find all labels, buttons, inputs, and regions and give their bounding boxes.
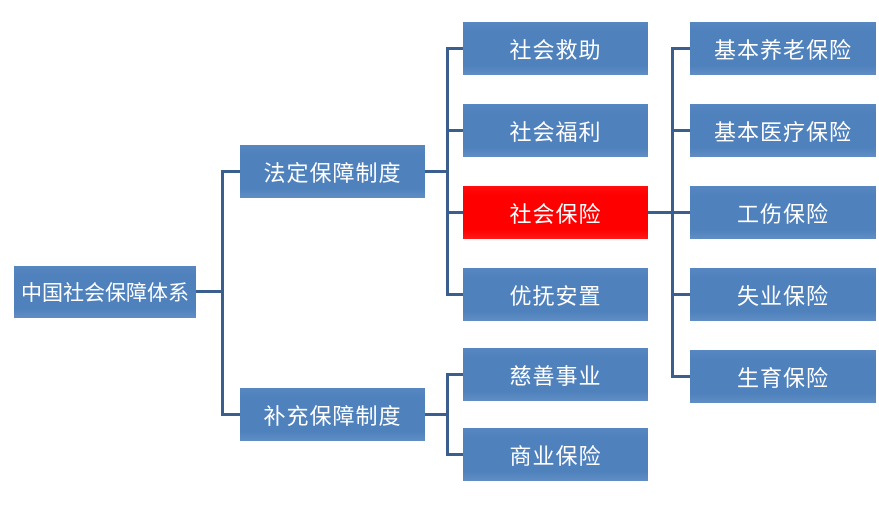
connector-supplementary-bracket-vertical	[446, 373, 449, 456]
connector-stub-statutory	[221, 170, 240, 173]
node-commercial-insurance: 商业保险	[463, 428, 648, 481]
connector-supplementary-stub	[425, 413, 449, 416]
connector-stub-unemployment	[671, 293, 690, 296]
node-maternity-insurance: 生育保险	[690, 350, 876, 403]
node-charity: 慈善事业	[463, 348, 648, 401]
connector-stub-preferential-resettlement	[446, 293, 463, 296]
node-social-insurance-highlighted: 社会保险	[463, 186, 648, 239]
node-work-injury-insurance: 工伤保险	[690, 186, 876, 239]
connector-root-bracket-vertical	[221, 170, 224, 416]
connector-social-insurance-stub	[648, 211, 674, 214]
connector-stub-social-insurance	[446, 211, 463, 214]
node-social-assistance: 社会救助	[463, 22, 648, 75]
node-unemployment-insurance: 失业保险	[690, 268, 876, 321]
connector-stub-commercial-insurance	[446, 453, 463, 456]
node-basic-pension-insurance: 基本养老保险	[690, 22, 876, 75]
connector-stub-maternity	[671, 375, 690, 378]
connector-root-stub	[196, 290, 222, 293]
node-social-welfare: 社会福利	[463, 104, 648, 157]
connector-stub-medical	[671, 129, 690, 132]
connector-stub-supplementary	[221, 413, 240, 416]
node-statutory-security-system: 法定保障制度	[240, 145, 425, 198]
connector-stub-social-assistance	[446, 47, 463, 50]
connector-statutory-stub	[425, 170, 449, 173]
connector-stub-pension	[671, 47, 690, 50]
node-root-china-social-security-system: 中国社会保障体系	[14, 266, 196, 318]
connector-statutory-bracket-vertical	[446, 47, 449, 296]
connector-stub-social-welfare	[446, 129, 463, 132]
connector-stub-charity	[446, 373, 463, 376]
node-basic-medical-insurance: 基本医疗保险	[690, 104, 876, 157]
node-supplementary-security-system: 补充保障制度	[240, 388, 425, 441]
node-preferential-resettlement: 优抚安置	[463, 268, 648, 321]
connector-stub-work-injury	[671, 211, 690, 214]
